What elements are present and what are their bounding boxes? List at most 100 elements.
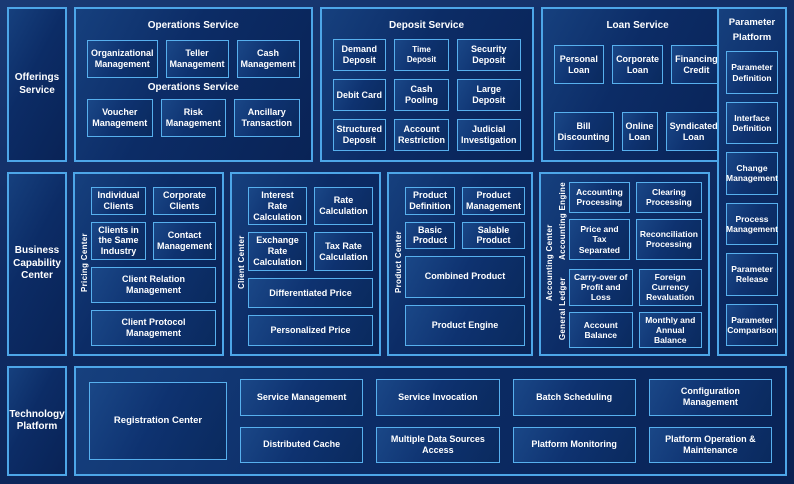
box-salable-product: Salable Product xyxy=(462,221,525,250)
parameter-platform-title-line1: Parameter xyxy=(728,17,776,28)
deposit-grid: Demand Deposit Time Deposit Security Dep… xyxy=(332,39,521,151)
box-organizational-management: Organizational Management xyxy=(87,40,158,78)
box-parameter-release: Parameter Release xyxy=(726,253,778,296)
box-large-deposit: Large Deposit xyxy=(457,79,521,111)
operations-row-2: Voucher Management Risk Management Ancil… xyxy=(87,99,300,137)
box-exchange-rate-calculation: Exchange Rate Calculation xyxy=(248,232,307,271)
box-syndicated-loan: Syndicated Loan xyxy=(665,112,722,151)
box-client-protocol-management: Client Protocol Management xyxy=(91,310,216,347)
box-debit-card: Debit Card xyxy=(332,79,387,111)
box-batch-scheduling: Batch Scheduling xyxy=(512,379,636,416)
box-time-deposit: Time Deposit xyxy=(394,39,450,71)
client-center-label: Client Center xyxy=(237,235,246,290)
box-platform-monitoring: Platform Monitoring xyxy=(512,426,636,463)
operations-service-title: Operations Service xyxy=(147,20,239,31)
loan-row-2: Bill Discounting Online Loan Syndicated … xyxy=(553,112,722,151)
parameter-platform-title-line2: Platform xyxy=(732,32,772,44)
pricing-center-content: Individual Clients Corporate Clients Cli… xyxy=(91,179,216,347)
box-financing-credit: Financing Credit xyxy=(671,45,722,84)
box-interest-rate-calculation: Interest Rate Calculation xyxy=(248,187,307,226)
box-combined-product: Combined Product xyxy=(405,256,525,298)
box-personal-loan: Personal Loan xyxy=(553,45,605,84)
bottom-column-3: Batch Scheduling Platform Monitoring xyxy=(512,379,636,463)
sidebar-business-capability-center: Business Capability Center xyxy=(7,172,67,356)
box-carry-over-profit-loss: Carry-over of Profit and Loss xyxy=(569,269,633,306)
box-risk-management: Risk Management xyxy=(160,99,227,137)
box-product-management: Product Management xyxy=(462,187,525,215)
box-client-relation-management: Client Relation Management xyxy=(91,266,216,303)
pricing-grid: Individual Clients Corporate Clients Cli… xyxy=(91,187,216,260)
client-grid: Interest Rate Calculation Rate Calculati… xyxy=(248,187,373,271)
general-ledger-boxes: Carry-over of Profit and Loss Foreign Cu… xyxy=(569,269,702,349)
product-center-panel: Product Center Product Definition Produc… xyxy=(387,172,533,356)
operations-service-panel: Operations Service Organizational Manage… xyxy=(74,7,313,162)
accounting-engine-boxes: Accounting Processing Clearing Processin… xyxy=(569,182,702,260)
deposit-service-panel: Deposit Service Demand Deposit Time Depo… xyxy=(319,7,534,162)
box-price-and-tax-separated: Price and Tax Separated xyxy=(569,218,630,260)
general-ledger-group: General Ledger Carry-over of Profit and … xyxy=(556,269,702,349)
accounting-center-content: Accounting Engine Accounting Processing … xyxy=(556,179,702,349)
loan-row-1: Personal Loan Corporate Loan Financing C… xyxy=(553,45,722,84)
box-individual-clients: Individual Clients xyxy=(91,187,146,215)
box-demand-deposit: Demand Deposit xyxy=(332,39,387,71)
accounting-center-panel: Accounting Center Accounting Engine Acco… xyxy=(539,172,710,356)
box-bill-discounting: Bill Discounting xyxy=(553,112,614,151)
box-change-management: Change Management xyxy=(726,152,778,195)
box-foreign-currency-revaluation: Foreign Currency Revaluation xyxy=(638,269,702,306)
box-parameter-definition: Parameter Definition xyxy=(726,51,778,94)
box-service-management: Service Management xyxy=(240,379,364,416)
box-account-balance: Account Balance xyxy=(569,311,633,349)
box-online-loan: Online Loan xyxy=(621,112,658,151)
box-cash-management: Cash Management xyxy=(236,40,300,78)
loan-service-panel: Loan Service Personal Loan Corporate Loa… xyxy=(540,7,735,162)
product-grid: Product Definition Product Management Ba… xyxy=(405,187,525,250)
operations-service-mid-label: Operations Service xyxy=(147,82,239,93)
accounting-engine-label: Accounting Engine xyxy=(558,182,567,260)
box-configuration-management: Configuration Management xyxy=(648,379,772,416)
box-rate-calculation: Rate Calculation xyxy=(314,187,373,226)
box-monthly-annual-balance: Monthly and Annual Balance xyxy=(638,311,702,349)
general-ledger-label: General Ledger xyxy=(558,277,567,341)
box-product-definition: Product Definition xyxy=(405,187,455,215)
box-cash-pooling: Cash Pooling xyxy=(394,79,450,111)
operations-row-1: Organizational Management Teller Managem… xyxy=(87,40,300,78)
loan-service-title: Loan Service xyxy=(606,20,669,31)
box-multiple-data-sources-access: Multiple Data Sources Access xyxy=(376,426,500,463)
parameter-platform-panel: Parameter Platform Parameter Definition … xyxy=(717,7,787,356)
deposit-service-title: Deposit Service xyxy=(389,20,465,31)
box-tax-rate-calculation: Tax Rate Calculation xyxy=(314,232,373,271)
client-center-panel: Client Center Interest Rate Calculation … xyxy=(230,172,381,356)
bottom-column-1: Service Management Distributed Cache xyxy=(240,379,364,463)
sidebar-technology-platform: Technology Platform xyxy=(7,366,67,476)
box-clearing-processing: Clearing Processing xyxy=(635,182,702,213)
box-parameter-comparison: Parameter Comparison xyxy=(726,303,778,346)
accounting-engine-group: Accounting Engine Accounting Processing … xyxy=(556,182,702,260)
box-product-engine: Product Engine xyxy=(405,304,525,346)
offerings-service-row: Offerings Service Operations Service Org… xyxy=(7,7,735,162)
box-ancillary-transaction: Ancillary Transaction xyxy=(234,99,300,137)
bottom-column-2: Service Invocation Multiple Data Sources… xyxy=(376,379,500,463)
client-center-content: Interest Rate Calculation Rate Calculati… xyxy=(248,179,373,346)
sidebar-offerings-service: Offerings Service xyxy=(7,7,67,162)
box-interface-definition: Interface Definition xyxy=(726,101,778,145)
pricing-center-panel: Pricing Center Individual Clients Corpor… xyxy=(73,172,224,356)
bottom-column-4: Configuration Management Platform Operat… xyxy=(648,379,772,463)
box-structured-deposit: Structured Deposit xyxy=(332,119,387,151)
box-basic-product: Basic Product xyxy=(405,221,455,250)
box-reconciliation-processing: Reconciliation Processing xyxy=(635,218,702,260)
box-teller-management: Teller Management xyxy=(165,40,229,78)
box-registration-center: Registration Center xyxy=(89,382,227,460)
business-capability-row: Business Capability Center Pricing Cente… xyxy=(7,172,710,356)
product-center-content: Product Definition Product Management Ba… xyxy=(405,179,525,346)
product-center-label: Product Center xyxy=(394,231,403,294)
box-security-deposit: Security Deposit xyxy=(457,39,521,71)
box-judicial-investigation: Judicial Investigation xyxy=(457,119,521,151)
box-service-invocation: Service Invocation xyxy=(376,379,500,416)
technology-platform-panel: Registration Center Service Management D… xyxy=(74,366,787,476)
box-corporate-clients: Corporate Clients xyxy=(152,187,216,215)
pricing-center-label: Pricing Center xyxy=(80,233,89,292)
box-account-restriction: Account Restriction xyxy=(394,119,450,151)
box-process-management: Process Management xyxy=(726,202,778,246)
box-differentiated-price: Differentiated Price xyxy=(248,277,373,309)
